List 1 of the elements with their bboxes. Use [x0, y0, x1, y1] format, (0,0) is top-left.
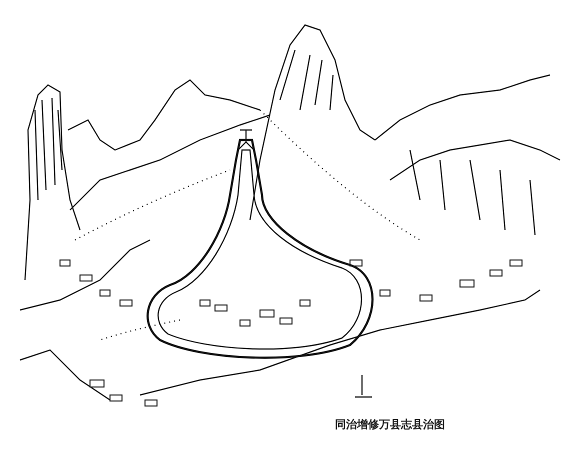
caption: 同治增修万县志县治图 — [335, 417, 445, 432]
